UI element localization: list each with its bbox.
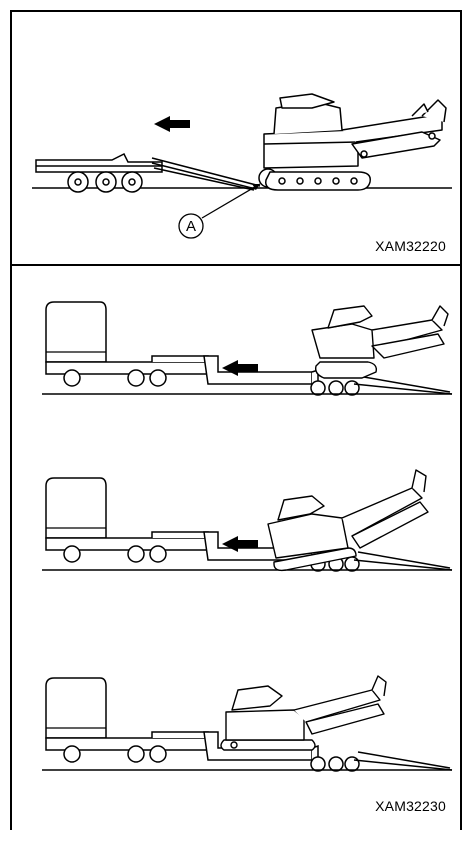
figure-code: XAM32230 [375,798,446,814]
excavator-icon [221,676,386,750]
loading-ramp-diagram: A [12,12,464,268]
excavator-icon [268,470,428,570]
excavator-icon [312,306,448,378]
callout-label: A [186,218,196,235]
ramp [354,552,452,570]
ramp [354,376,452,394]
excavator-icon [264,94,446,190]
loading-sequence-diagram [12,266,464,832]
ramp [152,158,260,190]
ramp [354,752,452,770]
callout-leader [202,184,260,218]
top-panel: A XAM32220 [10,10,462,266]
figure-code: XAM32220 [375,238,446,254]
arrow-left-icon [154,116,190,132]
bottom-panel: XAM32230 [10,264,462,830]
trailer-icon [36,154,162,192]
